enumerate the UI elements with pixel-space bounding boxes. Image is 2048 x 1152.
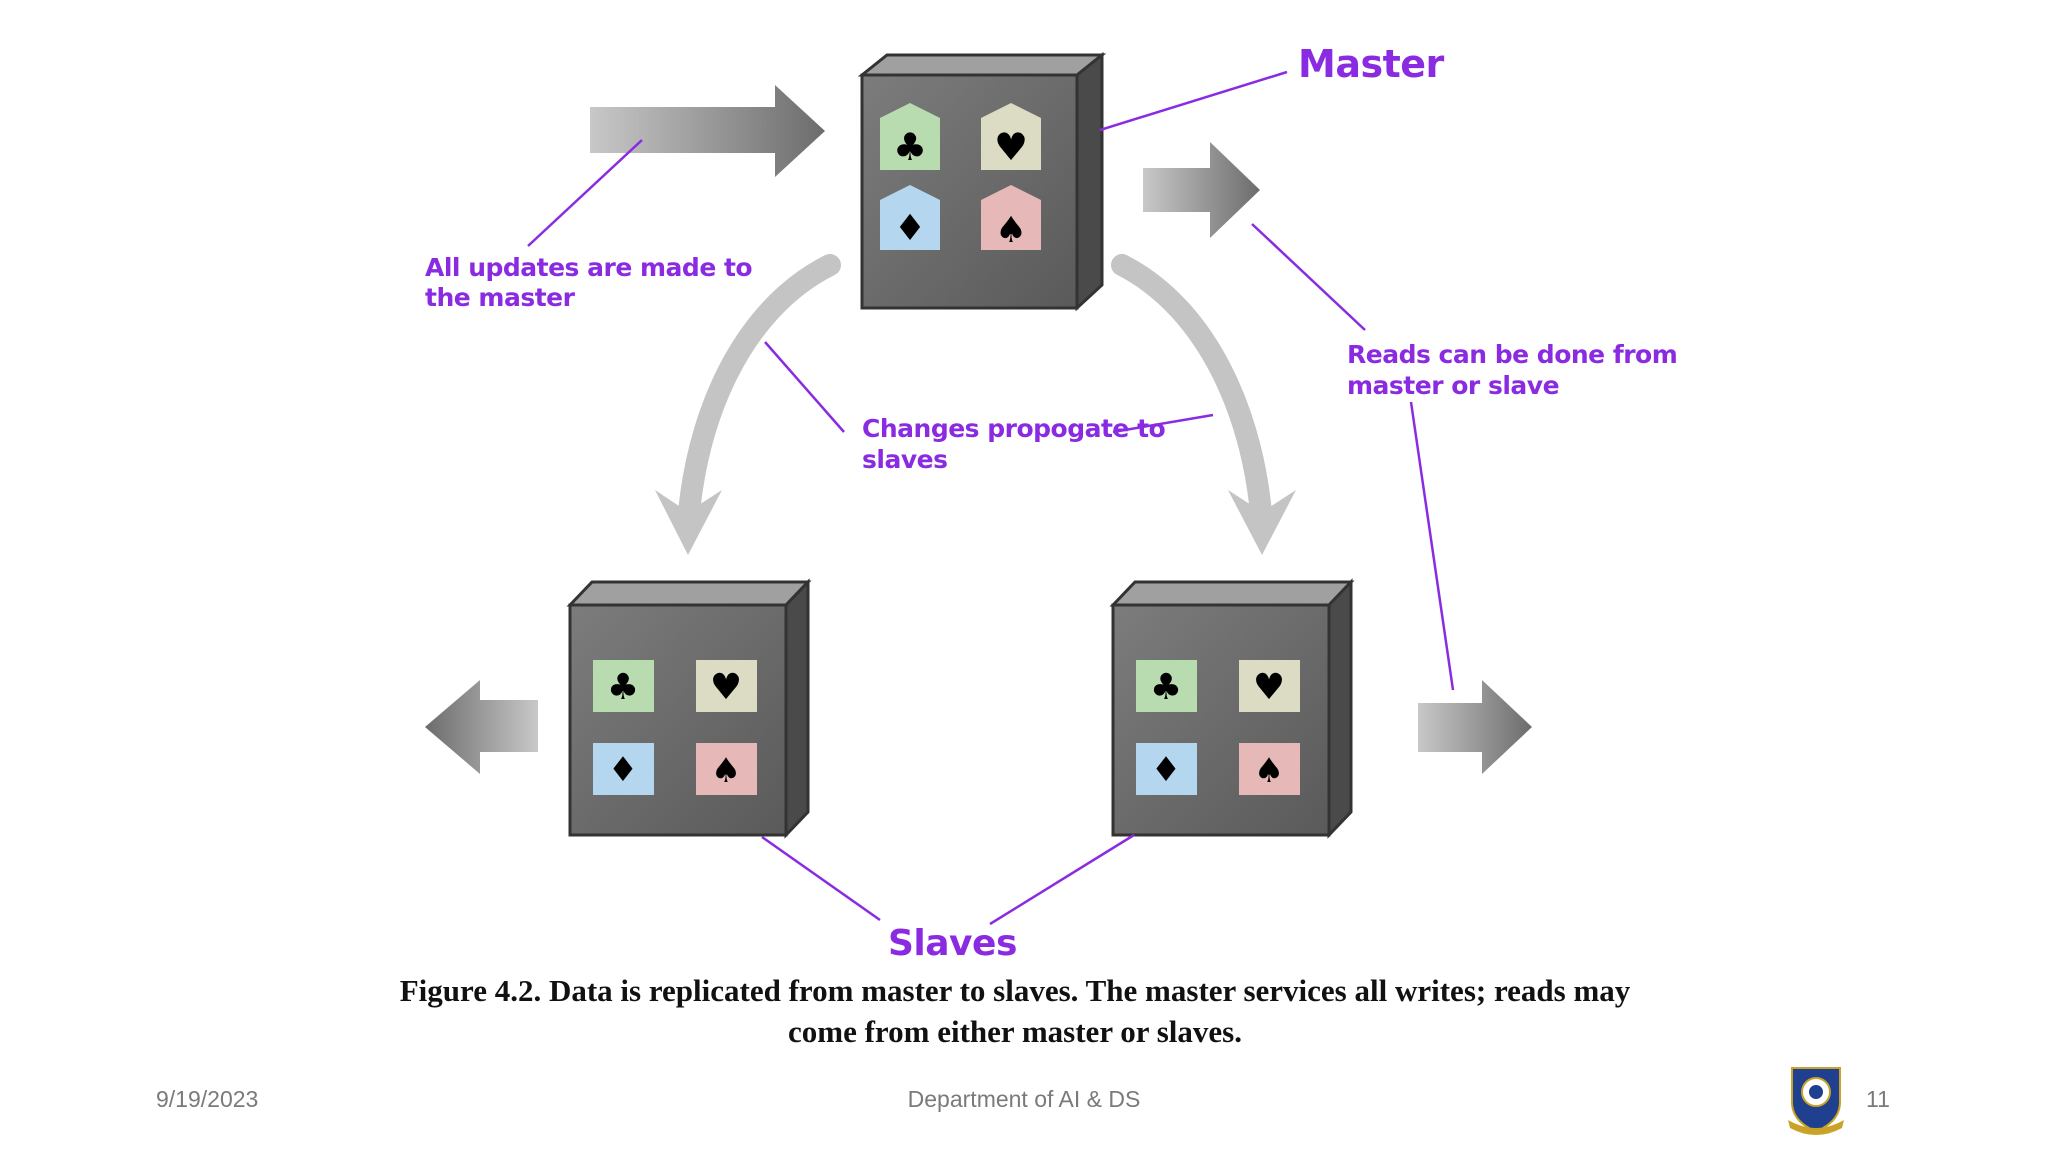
master-server: ♣ ♥ ♦ ♠ <box>857 51 1107 312</box>
tile-heart: ♥ <box>1239 660 1300 712</box>
svg-text:♦: ♦ <box>1151 750 1181 790</box>
propagate-arrow-right <box>1111 254 1296 555</box>
tile-club: ♣ <box>1136 660 1197 712</box>
leader-lines <box>527 70 1455 926</box>
leader-changes-left <box>764 341 845 433</box>
tile-spade: ♠ <box>1239 743 1300 795</box>
leader-slaves-right <box>989 833 1135 926</box>
leader-changes-right <box>1112 413 1214 434</box>
label-slaves: Slaves <box>888 923 1017 964</box>
footer-date: 9/19/2023 <box>156 1086 259 1112</box>
svg-text:♥: ♥ <box>710 667 742 708</box>
slave-server-left: ♣ ♥ ♦ ♠ <box>566 578 812 839</box>
caption-line-1: Figure 4.2. Data is replicated from mast… <box>399 973 1631 1008</box>
label-reads-line2: master or slave <box>1347 371 1559 400</box>
svg-text:♥: ♥ <box>1253 667 1285 708</box>
propagate-arrow-left <box>655 254 841 555</box>
caption-line-2: come from either master or slaves. <box>788 1014 1242 1049</box>
label-changes-line2: slaves <box>862 445 947 474</box>
svg-text:♣: ♣ <box>1150 667 1182 708</box>
label-changes-line1: Changes propogate to <box>862 414 1166 443</box>
svg-text:♠: ♠ <box>711 751 741 791</box>
tile-diamond: ♦ <box>593 743 654 795</box>
tile-heart: ♥ <box>696 660 757 712</box>
tile-club: ♣ <box>880 103 940 170</box>
footer-department: Department of AI & DS <box>907 1086 1141 1112</box>
label-master: Master <box>1298 42 1445 86</box>
svg-text:♥: ♥ <box>994 125 1028 169</box>
tile-spade: ♠ <box>696 743 757 795</box>
tile-club: ♣ <box>593 660 654 712</box>
svg-text:♦: ♦ <box>894 208 926 249</box>
label-all-updates-line2: the master <box>425 283 576 312</box>
master-input-arrow <box>590 85 825 177</box>
tile-diamond: ♦ <box>880 185 940 250</box>
leader-slaves-left <box>761 835 881 922</box>
figure-caption: Figure 4.2. Data is replicated from mast… <box>300 970 1730 1052</box>
leader-reads-top <box>1251 223 1366 331</box>
institution-logo-icon <box>1788 1067 1844 1135</box>
label-reads-line1: Reads can be done from <box>1347 340 1677 369</box>
svg-text:♦: ♦ <box>608 750 638 790</box>
slave-right-read-arrow <box>1418 680 1532 774</box>
footer-page-number: 11 <box>1866 1086 1890 1112</box>
tile-diamond: ♦ <box>1136 743 1197 795</box>
svg-text:♠: ♠ <box>995 210 1027 251</box>
slave-left-read-arrow <box>425 680 538 774</box>
leader-master <box>1099 70 1288 132</box>
leader-reads-bottom <box>1409 401 1455 691</box>
tile-heart: ♥ <box>981 103 1041 170</box>
label-all-updates-line1: All updates are made to <box>425 253 752 282</box>
slave-server-right: ♣ ♥ ♦ ♠ <box>1109 578 1355 839</box>
tile-spade: ♠ <box>981 185 1041 251</box>
leader-all-updates <box>527 139 643 247</box>
svg-text:♠: ♠ <box>1254 751 1284 791</box>
svg-text:♣: ♣ <box>893 125 927 169</box>
master-read-arrow <box>1143 142 1260 238</box>
svg-text:♣: ♣ <box>607 667 639 708</box>
